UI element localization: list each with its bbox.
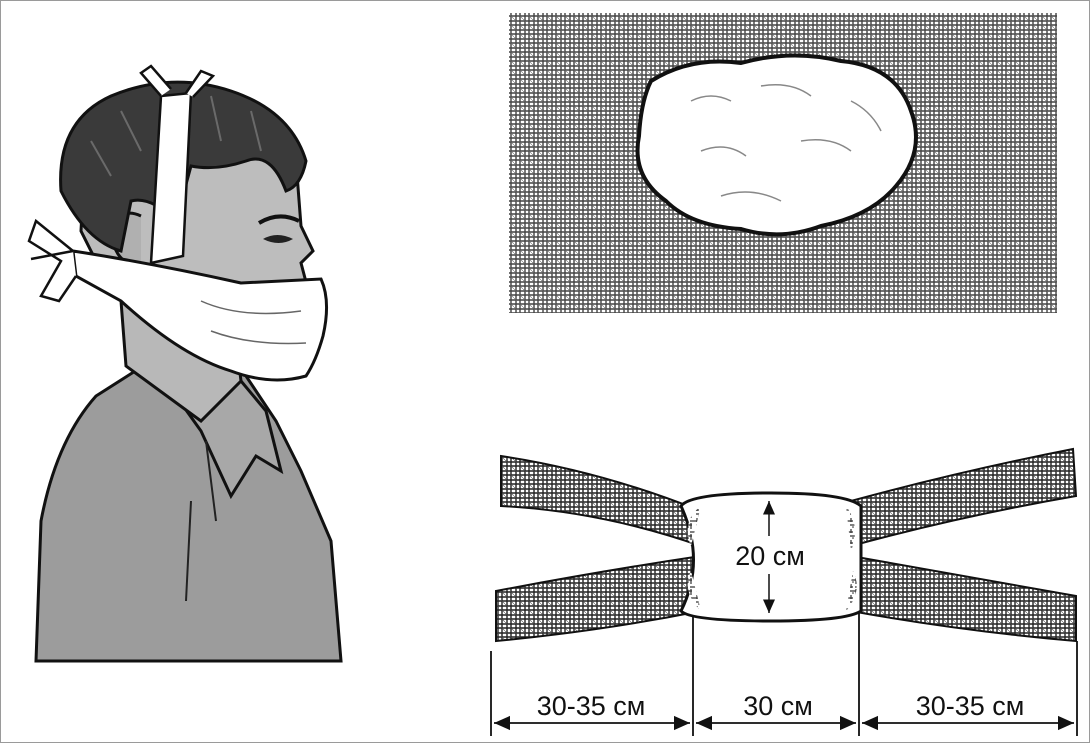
back-knot (29, 221, 76, 301)
upper-right-strap (851, 449, 1076, 546)
lower-left-strap (496, 556, 701, 641)
left-strap-length-label: 30-35 см (537, 691, 646, 721)
cotton-wool (638, 55, 916, 234)
gauze-pad-with-cotton (509, 13, 1057, 313)
height-label: 20 см (735, 541, 805, 571)
person-with-mask (29, 66, 341, 661)
upper-left-strap (501, 456, 701, 546)
mask-pattern-diagram: 20 см 30-35 см 30 см 30-35 см (491, 449, 1077, 736)
right-strap-length-label: 30-35 см (916, 691, 1025, 721)
center-width-label: 30 см (743, 691, 813, 721)
lower-right-strap (851, 556, 1076, 641)
